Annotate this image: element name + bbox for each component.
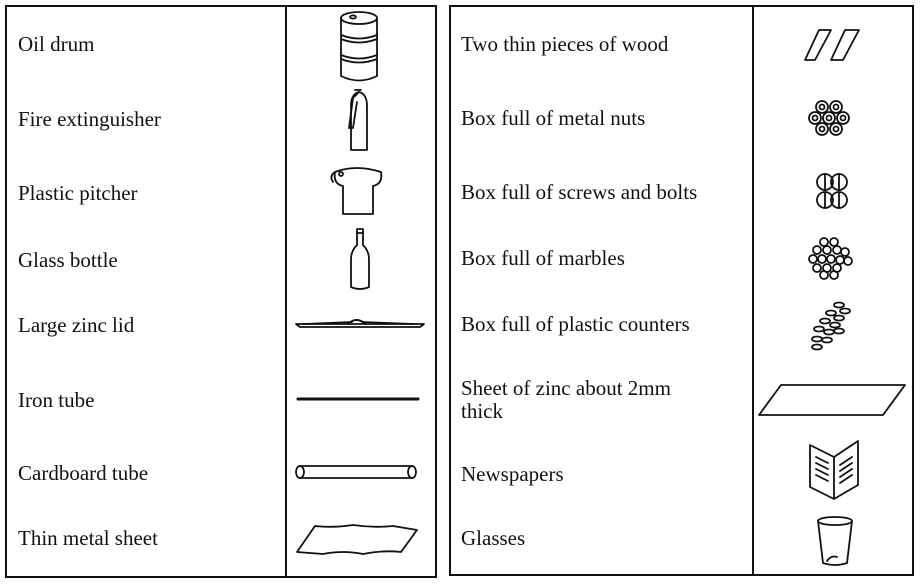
glasses-icon <box>815 515 855 567</box>
item-label: Box full of metal nuts <box>461 106 646 130</box>
item-label: Glass bottle <box>18 248 118 272</box>
item-label: Newspapers <box>461 462 564 486</box>
metal-sheet-icon <box>293 522 421 558</box>
item-label: Box full of screws and bolts <box>461 180 698 204</box>
item-label: Iron tube <box>18 388 95 412</box>
item-label: Large zinc lid <box>18 313 135 337</box>
item-label: Fire extinguisher <box>18 107 161 131</box>
oil-drum-icon <box>336 9 382 85</box>
wood-pieces-icon <box>803 28 861 62</box>
item-label: Oil drum <box>18 32 95 56</box>
left-table <box>5 5 437 578</box>
newspapers-icon <box>808 439 860 501</box>
plastic-pitcher-icon <box>327 162 385 218</box>
screws-bolts-icon <box>810 171 854 211</box>
marbles-icon <box>807 236 853 280</box>
column-divider <box>285 7 287 576</box>
fire-extinguisher-icon <box>341 88 373 152</box>
item-label: Two thin pieces of wood <box>461 32 669 56</box>
item-label: Cardboard tube <box>18 461 149 485</box>
item-label: Box full of marbles <box>461 246 625 270</box>
right-table <box>449 5 914 576</box>
item-label-continued: thick <box>461 399 503 423</box>
iron-tube-icon <box>296 395 420 403</box>
item-label: Thin metal sheet <box>18 526 158 550</box>
cardboard-tube-icon <box>294 463 420 481</box>
zinc-lid-icon <box>294 314 426 330</box>
item-label: Box full of plastic counters <box>461 312 690 336</box>
item-label: Plastic pitcher <box>18 181 138 205</box>
zinc-sheet-icon <box>757 383 907 417</box>
column-divider <box>752 7 754 574</box>
glass-bottle-icon <box>348 227 372 291</box>
item-label: Glasses <box>461 526 526 550</box>
item-label: Sheet of zinc about 2mm <box>461 376 671 400</box>
plastic-counters-icon <box>807 299 853 353</box>
metal-nuts-icon <box>805 98 855 138</box>
